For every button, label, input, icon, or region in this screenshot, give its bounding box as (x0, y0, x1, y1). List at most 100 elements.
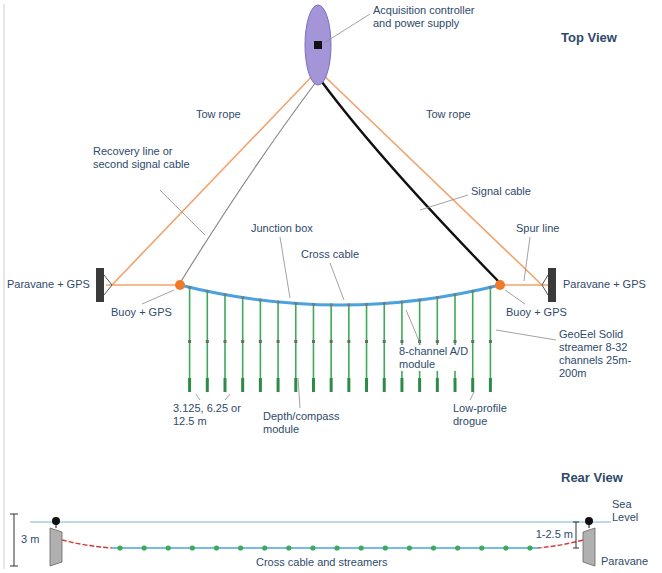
junction-box (400, 300, 403, 303)
depth-module (241, 340, 244, 343)
junction-box (312, 303, 315, 306)
drogue (206, 378, 209, 392)
streamer-dot (334, 545, 339, 550)
junction-box (347, 303, 350, 306)
junction-box (223, 293, 226, 296)
depth-module (294, 340, 297, 343)
drogue (188, 378, 191, 392)
drogue (259, 378, 262, 392)
callout-label: Sea Level (611, 498, 658, 524)
drogue (400, 378, 403, 392)
streamer (189, 287, 191, 392)
streamer-dot (479, 545, 484, 550)
drogue (294, 378, 297, 392)
drogue (330, 378, 333, 392)
callout-label: Depth/compass module (262, 410, 354, 436)
junction-box (365, 303, 368, 306)
view-title: Rear View (560, 470, 624, 485)
streamer (348, 305, 350, 392)
dimension-label: 1-2.5 m (520, 528, 574, 541)
junction-box (294, 302, 297, 305)
callout-label: Buoy + GPS (110, 306, 173, 319)
streamer-dot (190, 545, 195, 550)
drogue (489, 378, 492, 392)
streamer (472, 291, 474, 392)
streamer (206, 291, 208, 392)
depth-module (400, 340, 403, 343)
streamer-dot (142, 545, 147, 550)
callout-label: Signal cable (470, 185, 547, 198)
streamer (224, 295, 226, 392)
callout-label: Buoy + GPS (505, 306, 568, 319)
depth-module (277, 340, 280, 343)
depth-module (383, 340, 386, 343)
drogue (223, 378, 226, 392)
junction-box (418, 298, 421, 301)
streamer (490, 287, 492, 392)
streamer-dot (262, 545, 267, 550)
dimension-label: 3 m (20, 533, 40, 546)
streamer-dot (310, 545, 315, 550)
depth-module (347, 340, 350, 343)
depth-module (223, 340, 226, 343)
drogue (347, 378, 350, 392)
callout-label: Cross cable (300, 248, 360, 261)
streamer (454, 295, 456, 392)
depth-module (188, 340, 191, 343)
drogue (277, 378, 280, 392)
streamer-dot (286, 545, 291, 550)
depth-module (471, 340, 474, 343)
callout-label: Junction box (250, 222, 314, 235)
streamer-dot (527, 545, 532, 550)
junction-box (276, 300, 279, 303)
streamer-dot (407, 545, 412, 550)
streamer (366, 304, 368, 392)
junction-box (241, 296, 244, 299)
streamer-dot (117, 545, 122, 550)
callout-label: Paravane + GPS (562, 278, 647, 291)
streamer (260, 300, 262, 392)
depth-module (365, 340, 368, 343)
depth-module (436, 340, 439, 343)
streamer-dot (359, 545, 364, 550)
callout-label: Paravane (600, 555, 649, 568)
callout-label: Tow rope (425, 108, 472, 121)
streamer (277, 302, 279, 392)
depth-module (206, 340, 209, 343)
drogue (418, 378, 421, 392)
callout-label: Recovery line or second signal cable (92, 145, 194, 171)
junction-box (188, 286, 191, 289)
callout-label: Paravane + GPS (6, 278, 91, 291)
drogue (365, 378, 368, 392)
streamer (313, 304, 315, 392)
streamer-dot (383, 545, 388, 550)
streamer-dot (503, 545, 508, 550)
junction-box (330, 303, 333, 306)
junction-box (453, 293, 456, 296)
drogue (471, 378, 474, 392)
streamer (242, 298, 244, 392)
junction-box (206, 290, 209, 293)
drogue (312, 378, 315, 392)
dimension-label: 3.125, 6.25 or 12.5 m (172, 402, 254, 428)
callout-label: GeoEel Solid streamer 8-32 channels 25m-… (558, 328, 658, 380)
junction-box (436, 296, 439, 299)
depth-module (489, 340, 492, 343)
streamer-dot (166, 545, 171, 550)
depth-module (259, 340, 262, 343)
streamer-dot (455, 545, 460, 550)
streamer-dot (238, 545, 243, 550)
streamer-dot (214, 545, 219, 550)
view-title: Top View (560, 30, 618, 45)
streamer (295, 303, 297, 392)
callout-label: Low-profile drogue (452, 402, 526, 428)
depth-module (454, 340, 457, 343)
junction-box (471, 290, 474, 293)
callout-label: Tow rope (195, 108, 242, 121)
junction-box (259, 298, 262, 301)
streamer-dot (431, 545, 436, 550)
junction-box (489, 286, 492, 289)
callout-label: 8-channel A/D module (398, 345, 472, 371)
drogue (383, 378, 386, 392)
streamer (330, 305, 332, 392)
